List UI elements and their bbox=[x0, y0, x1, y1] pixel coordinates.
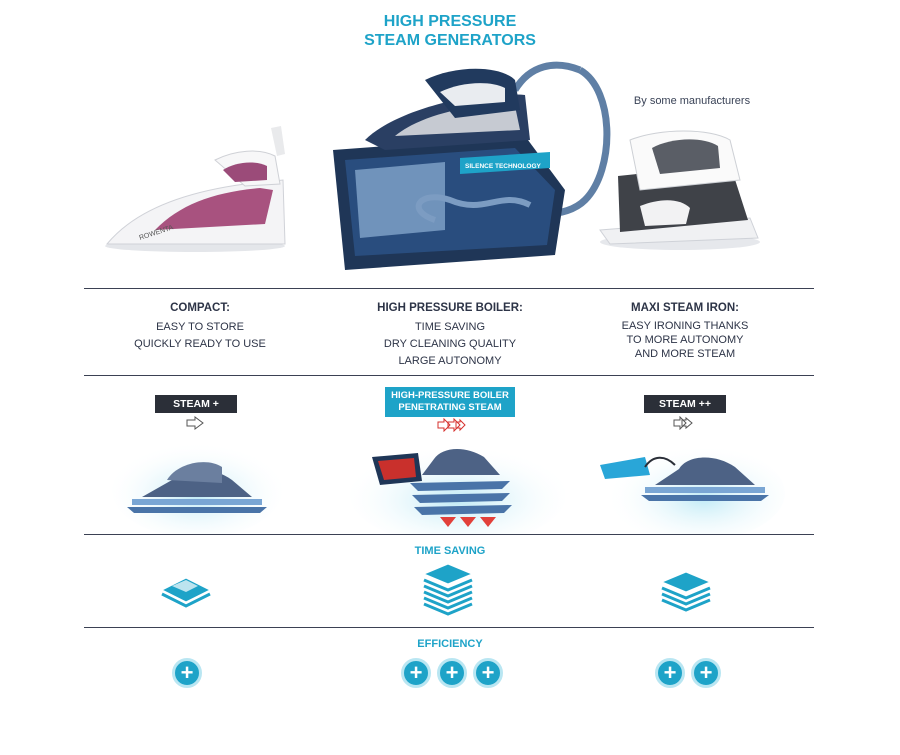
maxi-heading: MAXI STEAM IRON: bbox=[631, 302, 739, 314]
steam-arrow-icon bbox=[186, 416, 204, 430]
product-label: SILENCE TECHNOLOGY bbox=[465, 163, 542, 170]
compact-iron-image: ROWENTA bbox=[105, 126, 286, 252]
boiler-tag-line-1: HIGH-PRESSURE BOILER bbox=[391, 390, 509, 401]
boiler-description: HIGH PRESSURE BOILER: TIME SAVING DRY CL… bbox=[330, 300, 570, 370]
maxi-steam-illustration bbox=[600, 445, 785, 535]
plus-icon: + bbox=[691, 658, 721, 688]
maxi-description: MAXI STEAM IRON: EASY IRONING THANKS TO … bbox=[565, 300, 805, 361]
boiler-steam-illustration bbox=[350, 445, 565, 535]
compact-line-1: EASY TO STORE bbox=[156, 321, 244, 333]
plus-icon: + bbox=[401, 658, 431, 688]
small-stack-icon bbox=[160, 577, 212, 608]
boiler-tag-line-2: PENETRATING STEAM bbox=[398, 402, 502, 413]
boiler-line-3: LARGE AUTONOMY bbox=[398, 355, 502, 367]
maxi-line-3: AND MORE STEAM bbox=[634, 348, 736, 360]
compact-description: COMPACT: EASY TO STORE QUICKLY READY TO … bbox=[80, 300, 320, 353]
steam-plus-tag: STEAM + bbox=[155, 395, 237, 413]
maxi-line-1: EASY IRONING THANKS bbox=[621, 320, 749, 332]
steam-plus-plus-tag: STEAM ++ bbox=[644, 395, 726, 413]
divider-2 bbox=[84, 375, 814, 376]
divider-1 bbox=[84, 288, 814, 289]
title-line-2: STEAM GENERATORS bbox=[364, 32, 536, 49]
manufacturer-note: By some manufacturers bbox=[633, 95, 751, 107]
page-title: HIGH PRESSURE STEAM GENERATORS bbox=[250, 12, 650, 50]
steam-generator-image: SILENCE TECHNOLOGY bbox=[333, 61, 611, 270]
maxi-steam-iron-image bbox=[599, 130, 760, 250]
plus-icon: + bbox=[655, 658, 685, 688]
compact-steam-illustration bbox=[112, 442, 282, 535]
plus-icon: + bbox=[473, 658, 503, 688]
divider-3 bbox=[84, 534, 814, 535]
plus-icon: + bbox=[172, 658, 202, 688]
plus-icon: + bbox=[437, 658, 467, 688]
steam-arrows-icon bbox=[437, 418, 466, 432]
compact-heading: COMPACT: bbox=[170, 302, 230, 314]
boiler-line-2: DRY CLEANING QUALITY bbox=[383, 338, 517, 350]
title-line-1: HIGH PRESSURE bbox=[383, 13, 517, 30]
steam-double-arrow-icon bbox=[673, 416, 693, 430]
boiler-heading: HIGH PRESSURE BOILER: bbox=[377, 302, 523, 314]
time-saving-label: TIME SAVING bbox=[414, 545, 486, 557]
maxi-line-2: TO MORE AUTONOMY bbox=[626, 334, 744, 346]
divider-4 bbox=[84, 627, 814, 628]
medium-stack-icon bbox=[660, 571, 712, 612]
boiler-steam-tag: HIGH-PRESSURE BOILER PENETRATING STEAM bbox=[385, 387, 515, 417]
large-stack-icon bbox=[422, 563, 474, 616]
compact-line-2: QUICKLY READY TO USE bbox=[134, 338, 266, 350]
boiler-line-1: TIME SAVING bbox=[414, 321, 486, 333]
efficiency-label: EFFICIENCY bbox=[417, 638, 483, 650]
